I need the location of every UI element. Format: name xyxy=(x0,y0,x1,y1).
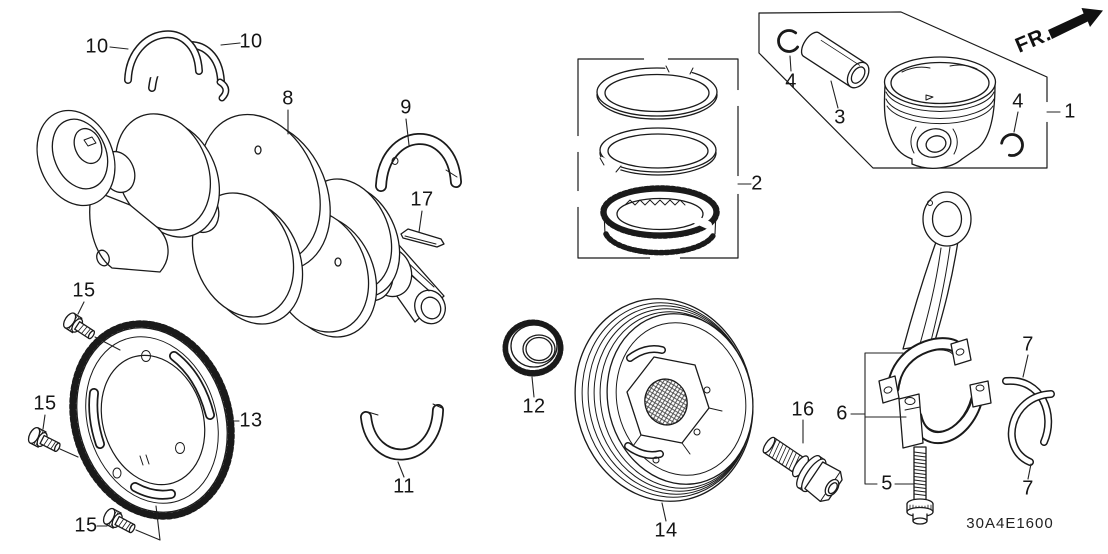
snap-ring-left xyxy=(777,29,801,53)
main-bearing-lower xyxy=(360,403,444,461)
piston-pin xyxy=(800,31,870,89)
fr-label: FR. xyxy=(1012,22,1055,58)
piston-ring-set xyxy=(596,64,720,256)
ring-set-frame xyxy=(576,57,740,260)
leader-lines xyxy=(42,42,1061,541)
thrust-washers xyxy=(124,30,230,102)
rod-bearing-cap xyxy=(898,380,992,449)
rod-bearings xyxy=(1002,376,1055,466)
woodruff-key xyxy=(400,228,445,248)
pulley-bolt xyxy=(762,436,843,503)
piston xyxy=(883,56,997,169)
diagram-code: 30A4E1600 xyxy=(966,515,1053,532)
pulse-plate xyxy=(69,320,235,520)
snap-ring-right xyxy=(1000,133,1024,157)
plate-bolts xyxy=(27,312,136,534)
rod-bolt xyxy=(906,446,934,525)
timing-gear xyxy=(502,319,564,377)
crankshaft xyxy=(36,109,446,338)
fr-arrow: FR. xyxy=(1012,8,1103,58)
main-bearing-upper xyxy=(375,133,462,192)
connecting-rod xyxy=(878,191,972,404)
crank-pulley xyxy=(574,298,754,502)
